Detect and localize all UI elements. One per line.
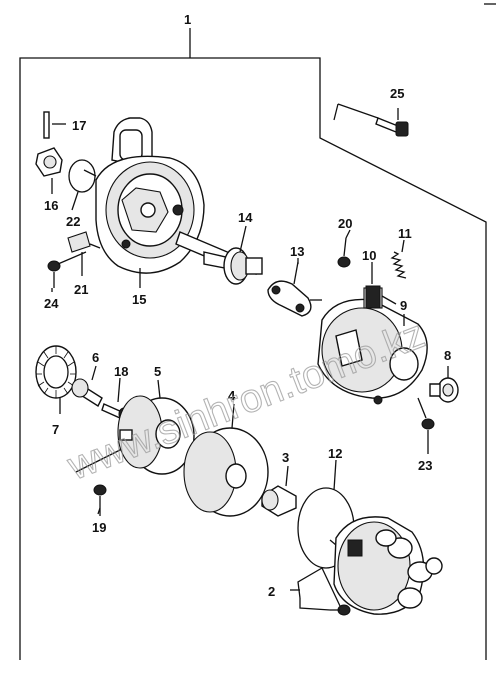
callout-25: 25 bbox=[390, 86, 404, 101]
callout-22: 22 bbox=[66, 214, 80, 229]
callout-12: 12 bbox=[328, 446, 342, 461]
callout-17: 17 bbox=[72, 118, 86, 133]
connector-part-10 bbox=[365, 262, 381, 309]
callout-4: 4 bbox=[228, 388, 236, 403]
assembly-frame bbox=[19, 28, 487, 660]
callout-7: 7 bbox=[52, 422, 59, 437]
callout-3: 3 bbox=[282, 450, 289, 465]
distributor-housing-part-15 bbox=[83, 117, 233, 274]
screw-part-20 bbox=[337, 237, 351, 268]
leader-lines bbox=[51, 108, 449, 611]
callout-11: 11 bbox=[398, 226, 412, 241]
screw-part-23 bbox=[417, 397, 435, 448]
bracket-part-13 bbox=[267, 261, 322, 317]
screw-part-19 bbox=[75, 435, 125, 516]
shaft-gear-part-14 bbox=[203, 225, 263, 285]
callout-9: 9 bbox=[400, 298, 407, 313]
pin-part-17 bbox=[43, 111, 66, 139]
callout-5: 5 bbox=[154, 364, 161, 379]
callout-13: 13 bbox=[290, 244, 304, 259]
rotor-bolt-part-6 bbox=[71, 365, 103, 408]
distributor-cap bbox=[333, 516, 443, 615]
callout-24: 24 bbox=[44, 296, 59, 311]
seal-part-4 bbox=[183, 403, 269, 517]
callout-10: 10 bbox=[362, 248, 376, 263]
rotor-part-3 bbox=[261, 465, 297, 517]
bolt-part-25 bbox=[333, 103, 409, 137]
callout-6: 6 bbox=[92, 350, 99, 365]
clip-part-21 bbox=[67, 231, 91, 253]
callout-18: 18 bbox=[114, 364, 128, 379]
callout-2: 2 bbox=[268, 584, 275, 599]
callout-8: 8 bbox=[444, 348, 451, 363]
o-ring-part-22 bbox=[68, 159, 96, 193]
bushing-part-8 bbox=[429, 377, 459, 403]
callout-14: 14 bbox=[238, 210, 253, 225]
clamp-part-16 bbox=[35, 147, 63, 177]
sensor-disc-part-7 bbox=[35, 345, 77, 399]
callout-15: 15 bbox=[132, 292, 146, 307]
screws-part-2 bbox=[321, 539, 351, 616]
callout-23: 23 bbox=[418, 458, 432, 473]
callout-16: 16 bbox=[44, 198, 58, 213]
rotor-disc-part-5 bbox=[117, 379, 195, 475]
callout-labels: 1 2 3 4 5 6 7 8 9 10 11 12 13 14 15 16 1… bbox=[44, 12, 451, 599]
spring-part-11 bbox=[390, 239, 407, 279]
callout-19: 19 bbox=[92, 520, 106, 535]
callout-1: 1 bbox=[184, 12, 191, 27]
callout-21: 21 bbox=[74, 282, 88, 297]
callout-20: 20 bbox=[338, 216, 352, 231]
screw-part-24 bbox=[47, 251, 87, 288]
